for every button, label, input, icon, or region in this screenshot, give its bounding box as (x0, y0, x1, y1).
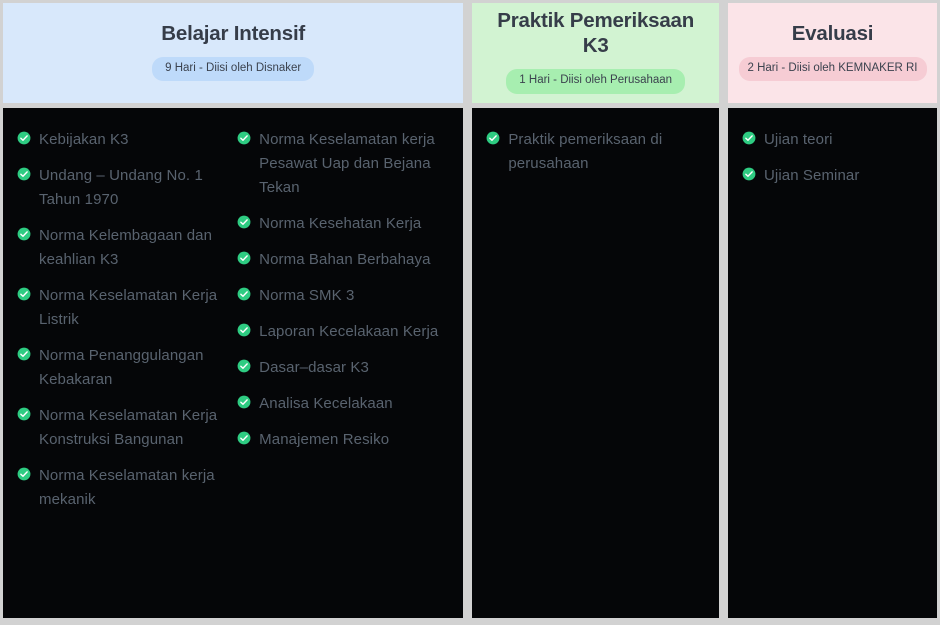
list-item: Analisa Kecelakaan (237, 392, 449, 416)
check-circle-icon (742, 167, 756, 181)
stage-title: Praktik Pemeriksaan K3 (497, 9, 695, 58)
list-item: Manajemen Resiko (237, 428, 449, 452)
list-item-label: Norma Keselamatan kerja mekanik (39, 467, 215, 508)
list-item: Norma Bahan Berbahaya (237, 248, 449, 272)
check-circle-icon (17, 287, 31, 301)
list-item-label: Ujian teori (763, 131, 833, 148)
check-circle-icon (237, 323, 251, 337)
check-circle-icon (237, 431, 251, 445)
stage-title: Evaluasi (791, 21, 874, 45)
list-item: Ujian teori (742, 128, 923, 152)
list-item: Norma Keselamatan Kerja Listrik (17, 284, 233, 332)
check-circle-icon (237, 131, 251, 145)
check-circle-icon (237, 215, 251, 229)
stage-header-belajar-intensif: Belajar Intensif 9 Hari - Diisi oleh Dis… (3, 3, 464, 103)
list-item: Laporan Kecelakaan Kerja (237, 320, 449, 344)
list-item-label: Dasar–dasar K3 (259, 359, 369, 376)
check-circle-icon (237, 251, 251, 265)
list-item: Praktik pemeriksaan di perusahaan (486, 128, 705, 176)
check-circle-icon (237, 359, 251, 373)
list-item-label: Norma Keselamatan Kerja Listrik (39, 287, 218, 328)
list-item-label: Undang – Undang No. 1 Tahun 1970 (39, 167, 203, 208)
check-circle-icon (17, 131, 31, 145)
list-item: Norma SMK 3 (237, 284, 449, 308)
check-circle-icon (17, 467, 31, 481)
list-item-label: Norma Kesehatan Kerja (259, 215, 422, 232)
check-circle-icon (237, 287, 251, 301)
check-circle-icon (237, 395, 251, 409)
list-item: Norma Keselamatan kerja mekanik (17, 464, 233, 512)
list-item-label: Analisa Kecelakaan (259, 395, 393, 412)
list-item-label: Manajemen Resiko (259, 431, 390, 448)
stage-title: Belajar Intensif (161, 21, 306, 45)
list-item-label: Norma Keselamatan Kerja Konstruksi Bangu… (39, 407, 218, 448)
list-item: Ujian Seminar (742, 164, 923, 188)
list-item: Norma Keselamatan kerja Pesawat Uap dan … (237, 128, 449, 200)
list-item-label: Praktik pemeriksaan di perusahaan (508, 131, 663, 172)
topic-column: Kebijakan K3 Undang – Undang No. 1 Tahun … (17, 128, 233, 604)
stage-duration-badge: 2 Hari - Diisi oleh KEMNAKER RI (738, 56, 927, 82)
list-item-label: Norma SMK 3 (259, 287, 355, 304)
list-item-label: Kebijakan K3 (39, 131, 129, 148)
list-item: Kebijakan K3 (17, 128, 233, 152)
list-item: Norma Penanggulangan Kebakaran (17, 344, 233, 392)
stage-header-evaluasi: Evaluasi 2 Hari - Diisi oleh KEMNAKER RI (728, 3, 938, 103)
stage-duration-badge: 1 Hari - Diisi oleh Perusahaan (506, 69, 686, 94)
check-circle-icon (17, 167, 31, 181)
stage-headers-row: Belajar Intensif 9 Hari - Diisi oleh Dis… (3, 3, 938, 103)
topic-column: Norma Keselamatan kerja Pesawat Uap dan … (233, 128, 449, 604)
list-item-label: Norma Penanggulangan Kebakaran (39, 347, 204, 388)
list-item-label: Norma Keselamatan kerja Pesawat Uap dan … (259, 131, 435, 196)
check-circle-icon (17, 227, 31, 241)
list-item: Norma Kelembagaan dan keahlian K3 (17, 224, 233, 272)
stage-duration-badge: 9 Hari - Diisi oleh Disnaker (152, 56, 315, 82)
topic-column: Praktik pemeriksaan di perusahaan (486, 128, 705, 604)
check-circle-icon (17, 347, 31, 361)
check-circle-icon (17, 407, 31, 421)
stage-header-praktik-pemeriksaan-k3: Praktik Pemeriksaan K3 1 Hari - Diisi ol… (472, 3, 719, 103)
list-item: Dasar–dasar K3 (237, 356, 449, 380)
list-item-label: Norma Bahan Berbahaya (259, 251, 431, 268)
check-circle-icon (742, 131, 756, 145)
stage-content-praktik-pemeriksaan-k3: Praktik pemeriksaan di perusahaan (472, 108, 719, 618)
stage-contents-row: Kebijakan K3 Undang – Undang No. 1 Tahun … (3, 108, 938, 618)
list-item: Undang – Undang No. 1 Tahun 1970 (17, 164, 233, 212)
list-item: Norma Kesehatan Kerja (237, 212, 449, 236)
list-item-label: Laporan Kecelakaan Kerja (259, 323, 439, 340)
list-item-label: Norma Kelembagaan dan keahlian K3 (39, 227, 213, 268)
list-item-label: Ujian Seminar (763, 167, 860, 184)
list-item: Norma Keselamatan Kerja Konstruksi Bangu… (17, 404, 233, 452)
stage-content-belajar-intensif: Kebijakan K3 Undang – Undang No. 1 Tahun … (3, 108, 464, 618)
check-circle-icon (486, 131, 500, 145)
